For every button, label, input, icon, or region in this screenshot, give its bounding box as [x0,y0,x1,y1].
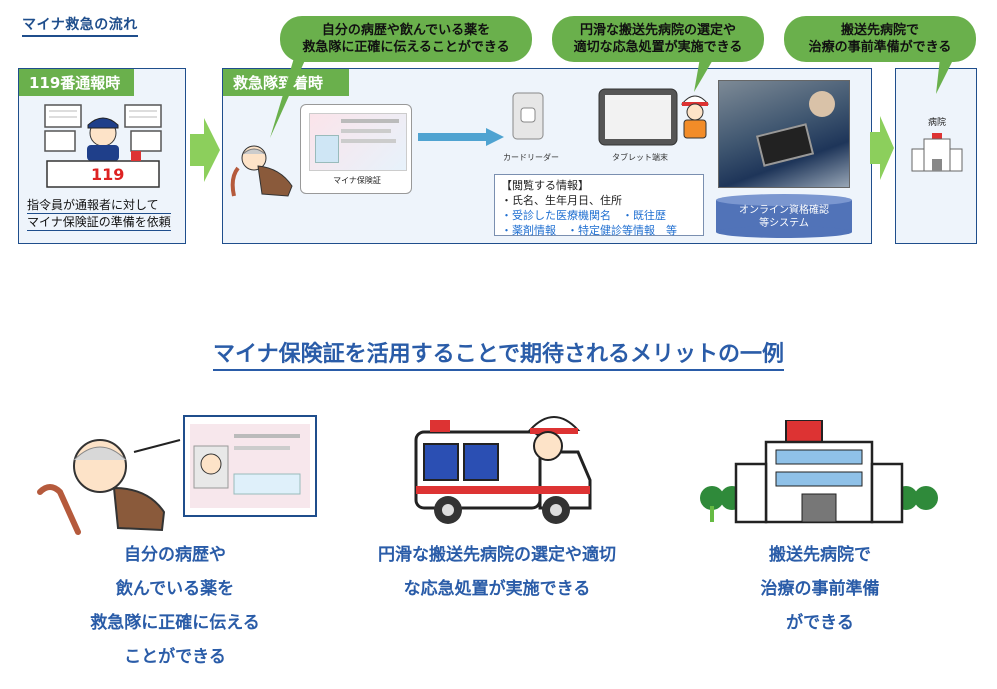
bubble-smooth-transport: 円滑な搬送先病院の選定や適切な応急処置が実施できる [552,16,764,62]
dispatcher-illustration [44,104,162,188]
bubble-medical-history: 自分の病歴や飲んでいる薬を救急隊に正確に伝えることができる [280,16,532,62]
tablet-icon [598,88,678,146]
ambulance-illustration [414,416,592,524]
info-heading: 【閲覧する情報】 [501,179,589,192]
system-cylinder [716,194,852,238]
benefit-smooth-transport: 円滑な搬送先病院の選定や適切な応急処置が実施できる [378,545,616,599]
card-reader-label: カードリーダー [503,153,559,162]
card-label: マイナ保険証 [333,176,381,185]
arrow-card-to-reader [418,128,504,146]
bubble-tail-1 [270,58,306,138]
flow-arrow-1 [190,118,220,182]
hospital-small-icon [911,133,963,172]
panel-119-call: 119番通報時 119 指令員が通報者に対して マイナ保険証の準備を依頼 [18,68,186,244]
info-viewed-box: 【閲覧する情報】 ・氏名、生年月日、住所 ・受診した医療機関名 ・既往歴 ・薬剤… [494,174,704,237]
system-label: オンライン資格確認 等システム [739,205,829,229]
photo-paramedic-tablet [718,80,850,188]
tablet-label: タブレット端末 [612,153,668,162]
bubble-tail-3 [936,58,954,94]
info-line-2: ・受診した医療機関名 ・既往歴 [501,209,666,222]
info-line-3: ・薬剤情報 ・特定健診等情報 等 [501,224,677,237]
hospital-label: 病院 [927,118,946,128]
merits-heading: マイナ保険証を活用することで期待されるメリットの一例 [0,336,997,371]
panel-hospital: 病院 [895,68,977,244]
bubble-tail-2 [694,58,714,92]
info-line-1: ・氏名、生年月日、住所 [501,194,622,207]
card-reader-icon [512,92,544,140]
benefit-hospital-prep: 搬送先病院で治療の事前準備ができる [760,545,880,633]
my-number-card: マイナ保険証 [300,104,412,194]
page-title: マイナ救急の流れ [22,14,138,37]
panel-119-caption: 指令員が通報者に対して マイナ保険証の準備を依頼 [27,198,171,231]
bubble-hospital-prep: 搬送先病院で治療の事前準備ができる [784,16,976,62]
panel-arrival-tag: 救急隊到着時 [223,69,349,96]
benefit-medical-history: 自分の病歴や飲んでいる薬を 救急隊に正確に伝えることができる [90,545,260,667]
elderly-person-illustration [230,145,293,197]
hospital-illustration [700,420,938,524]
paramedic-icon [680,95,710,139]
elderly-with-card-illustration [37,415,317,535]
desk-sign-119: 119 [91,165,125,184]
flow-arrow-2 [870,116,894,180]
panel-119-tag: 119番通報時 [19,69,134,96]
